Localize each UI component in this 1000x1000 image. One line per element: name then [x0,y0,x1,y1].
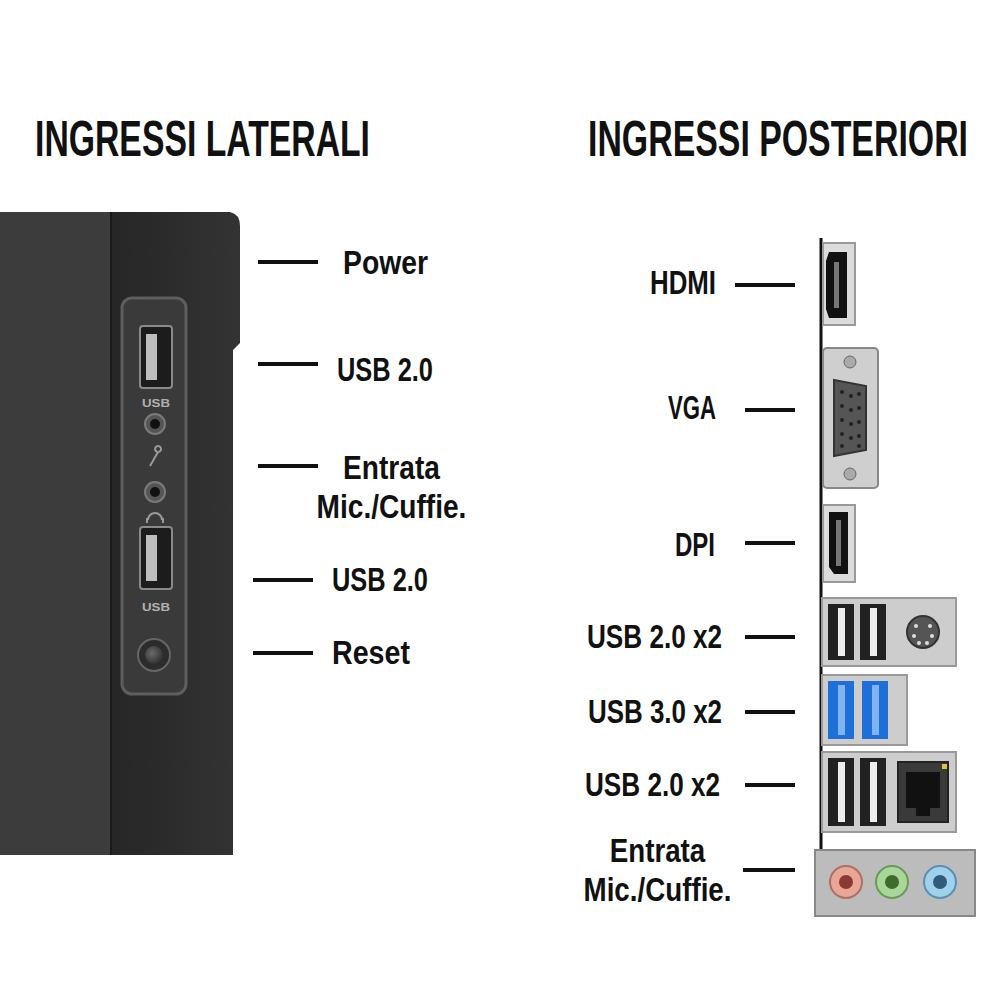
port-label: DPI [675,525,715,564]
usb-port [140,326,172,388]
usb-tongue [838,762,845,822]
case-bezel [110,212,240,855]
usb3-tongue [838,685,845,735]
audio-jack-hole [933,875,947,889]
lan-latch [916,808,930,816]
usb-ps2-block [822,598,956,666]
leader-line [745,408,795,412]
usb-port [828,758,854,826]
leader-line [258,464,318,468]
panel-marking: USB [142,397,170,410]
leader-line [745,541,795,545]
usb-tongue [146,334,157,380]
audio-jack-blue [924,866,956,898]
audio-jack-hole [839,875,853,889]
displayport [823,505,855,582]
audio-jack [145,414,165,434]
usb3-port [828,681,854,739]
port-label: HDMI [650,263,716,302]
panel-marking: USB [142,601,170,614]
lan-led [942,764,947,769]
reset-button [138,639,170,671]
leader-line [745,635,795,639]
usb-tongue [146,535,157,581]
vga-screw [844,356,856,368]
leader-line [735,283,795,287]
lan-opening [906,772,940,808]
vga-pins [840,390,861,448]
usb-port [860,758,886,826]
displayport-pins [836,520,841,566]
leader-line [253,651,313,655]
port-label: Entrata Mic./Cuffie. [313,448,470,526]
rear-io-panel [815,238,975,916]
leader-line [258,362,318,366]
leader-line [743,868,795,872]
audio-jack-pink [830,866,862,898]
mic-icon [150,446,161,466]
displayport-opening [829,512,848,574]
ps2-pins [912,624,934,645]
port-label: VGA [668,388,716,427]
case-edge [110,212,112,855]
audio-jack-hole [150,487,160,497]
audio-jack [145,482,165,502]
usb-lan-block [822,752,956,832]
pc-case-side [0,212,240,855]
port-label: Reset [332,633,410,672]
leader-line [253,578,313,582]
audio-jack-hole [885,875,899,889]
usb-tongue [870,608,877,656]
audio-jack-green [876,866,908,898]
section-heading: INGRESSI LATERALI [35,111,370,169]
usb-port [860,604,886,660]
vga-screw [844,468,856,480]
usb-tongue [870,762,877,822]
usb-tongue [838,608,845,656]
audio-jack-hole [150,419,160,429]
usb-port [140,527,172,589]
usb3-tongue [872,685,879,735]
port-label: USB 3.0 x2 [588,692,722,731]
front-io-panel [122,298,186,694]
reset-button-cap [145,646,163,664]
leader-lines [253,262,318,653]
hdmi-opening [826,252,847,318]
hdmi-port [823,243,855,325]
vga-dsub [834,380,866,456]
lan-port [898,762,948,822]
audio-block [815,850,975,916]
ps2-port [907,616,939,648]
hdmi-pins [834,262,839,308]
vga-port [823,348,878,488]
leader-lines [735,285,795,870]
port-label: USB 2.0 [337,350,433,389]
case-panel [0,212,112,855]
port-label: USB 2.0 x2 [587,617,722,656]
leader-line [745,783,795,787]
port-label: USB 2.0 x2 [585,765,720,804]
port-label: USB 2.0 [332,560,428,599]
usb3-block [822,675,907,745]
port-label: Power [343,243,428,282]
usb-port [828,604,854,660]
usb3-port [862,681,888,739]
leader-line [745,710,795,714]
leader-line [258,260,318,264]
headphone-icon [147,513,163,523]
port-label: Entrata Mic./Cuffie. [580,831,735,909]
section-heading: INGRESSI POSTERIORI [588,111,968,169]
